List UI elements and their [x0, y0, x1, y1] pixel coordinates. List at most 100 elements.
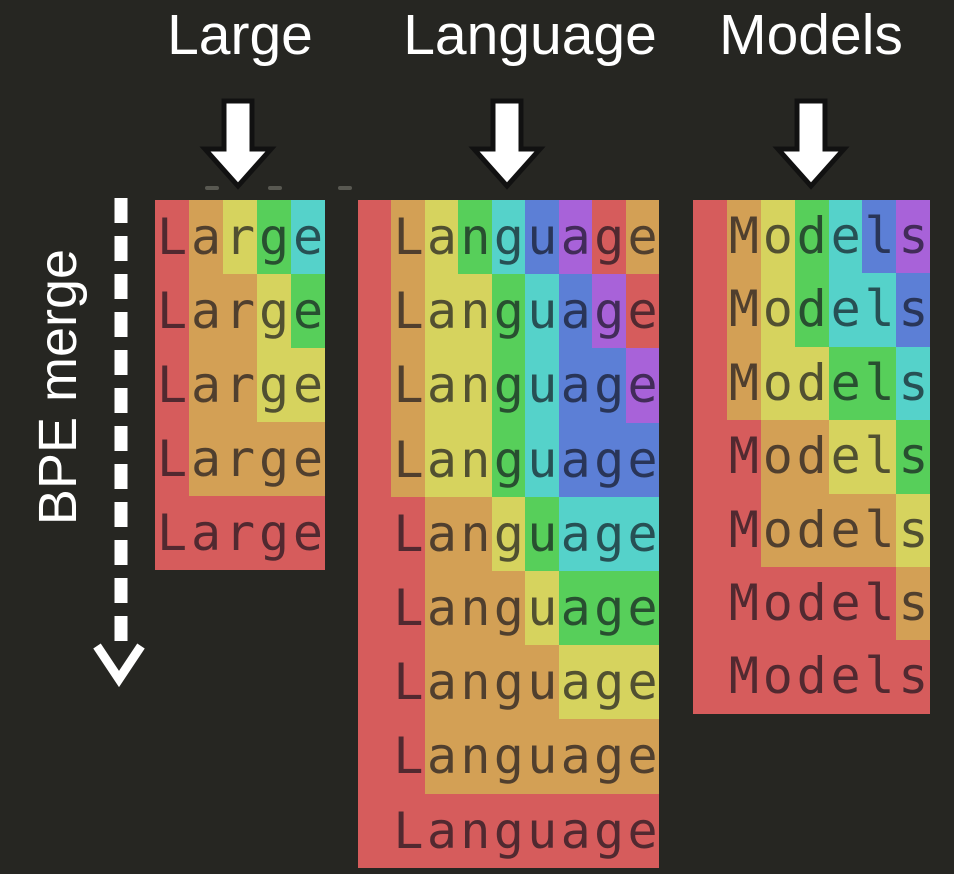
token-cell: arge — [189, 422, 325, 496]
token-cell: g — [491, 348, 526, 423]
token-cell: a — [558, 274, 593, 349]
token-cell: g — [491, 200, 526, 275]
bpe-merge-label: BPE merge — [28, 248, 88, 526]
token-cell: g — [257, 274, 291, 348]
token-cell: o — [760, 273, 795, 347]
token-cell: s — [896, 273, 931, 347]
header-models: Models — [719, 3, 903, 67]
token-cell: s — [896, 346, 931, 421]
token-cell: ang — [424, 571, 526, 646]
token-row: Language — [358, 793, 660, 868]
token-cell: ag — [558, 348, 626, 423]
token-cell: ar — [189, 348, 257, 422]
token-cell — [358, 422, 392, 497]
token-cell: L — [155, 348, 189, 422]
token-cell: u — [525, 274, 559, 349]
token-cell: e — [291, 200, 325, 274]
token-cell: l — [862, 200, 897, 274]
token-cell: o — [760, 200, 795, 274]
token-cell: an — [424, 422, 492, 497]
token-row: Models — [693, 640, 931, 714]
token-cell: s — [896, 493, 931, 567]
token-cell: el — [828, 273, 897, 347]
token-cell: g — [491, 496, 526, 571]
token-cell: e — [828, 200, 863, 274]
token-cell — [693, 346, 727, 421]
token-cell: M — [726, 200, 761, 274]
token-cell: Large — [155, 496, 325, 570]
token-cell: an — [424, 348, 492, 423]
token-cell: u — [525, 496, 559, 571]
token-cell: u — [525, 200, 559, 275]
token-cell: L — [358, 645, 425, 720]
token-cell — [358, 348, 392, 423]
token-cell: L — [391, 348, 425, 423]
token-cell — [358, 274, 392, 349]
token-cell: L — [358, 496, 425, 571]
token-cell: g — [491, 274, 526, 349]
token-cell: L — [358, 719, 425, 794]
token-cell: s — [896, 567, 931, 641]
token-cell: L — [391, 200, 425, 275]
down-arrow-icon — [468, 98, 546, 190]
token-cell: L — [155, 200, 189, 274]
token-cell: e — [625, 200, 659, 275]
token-cell: od — [760, 346, 829, 421]
token-cell: anguage — [424, 719, 660, 794]
token-cell: a — [189, 200, 223, 274]
token-cell: an — [424, 496, 492, 571]
token-cell: d — [794, 200, 829, 274]
token-row: Large — [155, 496, 325, 570]
token-cell: g — [592, 200, 626, 275]
token-cell — [693, 273, 727, 347]
token-cell: L — [391, 422, 425, 497]
token-cell: L — [155, 422, 189, 496]
token-cell: e — [291, 274, 325, 348]
token-cell: r — [223, 200, 257, 274]
token-cell: M — [726, 273, 761, 347]
token-cell: age — [558, 645, 660, 720]
down-arrow-icon — [772, 98, 850, 190]
token-cell: e — [625, 274, 659, 349]
token-cell: ge — [257, 348, 325, 422]
token-cell — [693, 200, 727, 274]
token-cell — [358, 200, 392, 275]
token-cell: g — [257, 200, 291, 274]
token-cell: d — [794, 273, 829, 347]
token-cell: u — [525, 571, 559, 646]
token-cell: M — [693, 420, 761, 494]
token-cell: age — [558, 496, 659, 571]
token-cell: Models — [693, 640, 931, 714]
token-cell: angu — [424, 645, 559, 720]
down-arrow-icon — [199, 98, 277, 190]
token-cell: u — [525, 422, 559, 497]
token-cell: g — [491, 422, 526, 497]
token-cell: u — [525, 348, 559, 423]
faded-remnant-dash — [268, 186, 282, 190]
faded-remnant-dash — [338, 186, 352, 190]
token-cell: s — [896, 420, 931, 494]
header-language: Language — [403, 3, 657, 67]
header-large: Large — [167, 3, 313, 67]
token-cell: ar — [189, 274, 257, 348]
token-cell: g — [592, 274, 626, 349]
faded-remnant-dash — [205, 186, 219, 190]
token-cell: el — [828, 420, 897, 494]
token-cell: L — [155, 274, 189, 348]
